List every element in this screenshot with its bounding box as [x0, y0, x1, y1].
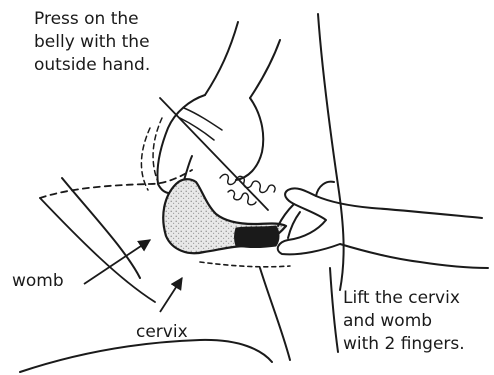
lift-cervix-instruction: Lift the cervix and womb with 2 fingers. — [343, 287, 493, 356]
inside-hand-two-fingers — [278, 204, 300, 238]
body-right-contour — [318, 14, 344, 290]
leg-outline — [260, 268, 290, 360]
upper-arm-outline-2 — [250, 40, 280, 98]
body-left-contour — [62, 178, 140, 278]
inside-hand-icon — [278, 188, 488, 268]
cervix-icon — [235, 226, 280, 248]
outside-hand-instruction: Press on the belly with the outside hand… — [34, 8, 234, 77]
inside-hand-thumb — [316, 182, 334, 196]
vaginal-canal-dashed — [200, 262, 290, 267]
cervix-pointer-arrow — [160, 278, 182, 312]
buttock-outline — [20, 340, 272, 372]
womb-label: womb — [12, 270, 64, 293]
cervix-label: cervix — [136, 321, 188, 344]
leg-outline-lower — [330, 268, 338, 352]
